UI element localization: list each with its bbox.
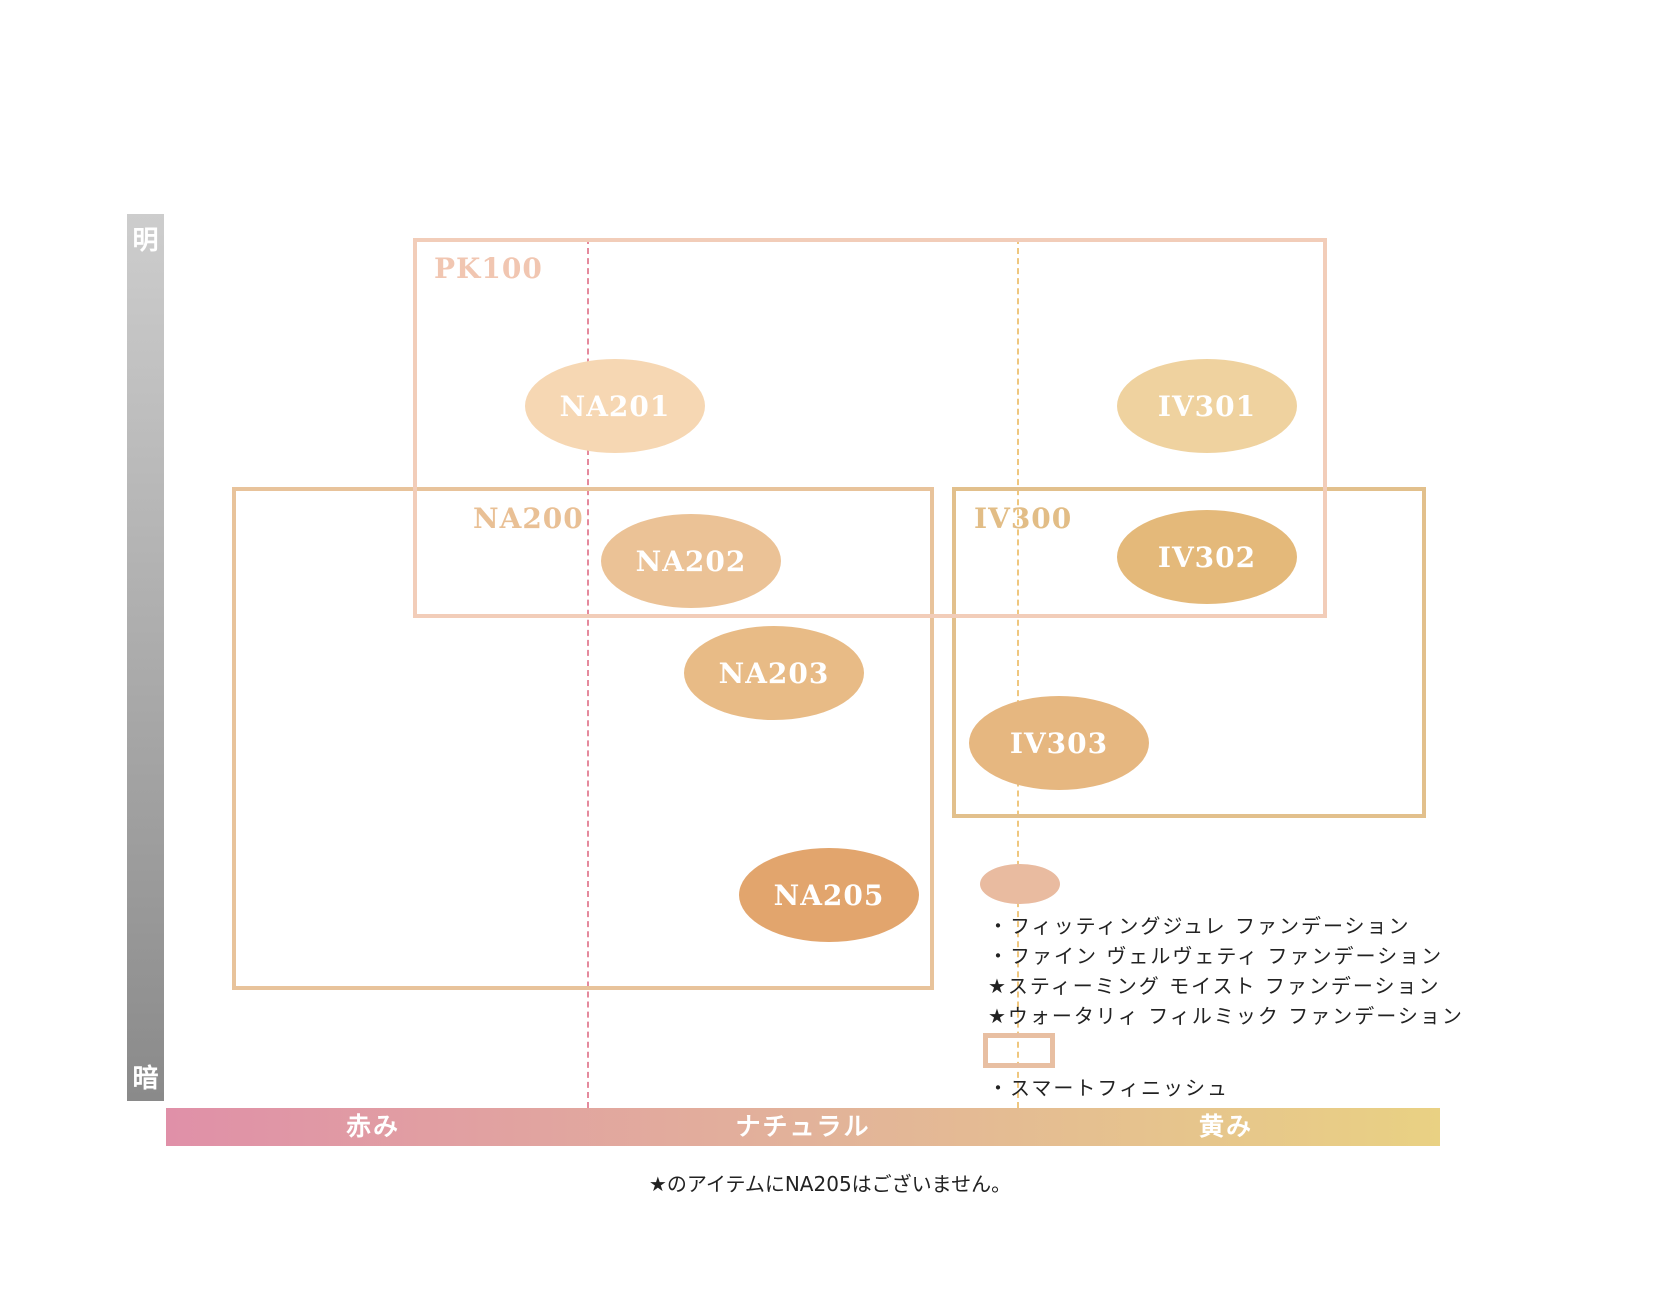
legend-oval-product-1: ・フィッティングジュレ ファンデーション [988,914,1411,938]
legend-box-product-1: ・スマートフィニッシュ [988,1076,1229,1100]
legend-box-swatch [983,1033,1055,1068]
iv300-group-box [952,487,1426,818]
footnote: ★のアイテムにNA205はございません。 [648,1172,1012,1196]
iv300-group-label: IV300 [974,502,1073,535]
shade-na205: NA205 [739,848,919,942]
shade-iv301: IV301 [1117,359,1297,453]
legend-oval-product-3: ★スティーミング モイスト ファンデーション [988,974,1441,998]
brightness-axis-bar: 明 暗 [127,214,164,1101]
tone-axis-natural-label: ナチュラル [735,1112,871,1141]
yellow-guide-line [1017,238,1019,1108]
legend-oval-product-4: ★ウォータリィ フィルミック ファンデーション [988,1004,1464,1028]
tone-axis-yellow-label: 黄み [1198,1112,1254,1141]
shade-na203: NA203 [684,626,864,720]
legend-oval-swatch [980,864,1060,904]
red-guide-line [587,238,589,1108]
shade-iv303: IV303 [969,696,1149,790]
tone-axis-bar: 赤み ナチュラル 黄み [166,1108,1440,1146]
shade-na201: NA201 [525,359,705,453]
shade-na202: NA202 [601,514,781,608]
legend-oval-product-2: ・ファイン ヴェルヴェティ ファンデーション [988,944,1444,968]
brightness-axis-light-label: 明 [132,226,159,256]
na200-group-label: NA200 [473,502,584,535]
tone-axis-red-label: 赤み [345,1112,401,1141]
pk100-group-box [413,238,1327,618]
shade-iv302: IV302 [1117,510,1297,604]
brightness-axis-dark-label: 暗 [132,1064,159,1094]
na200-group-box [232,487,934,990]
pk100-group-label: PK100 [434,252,543,285]
